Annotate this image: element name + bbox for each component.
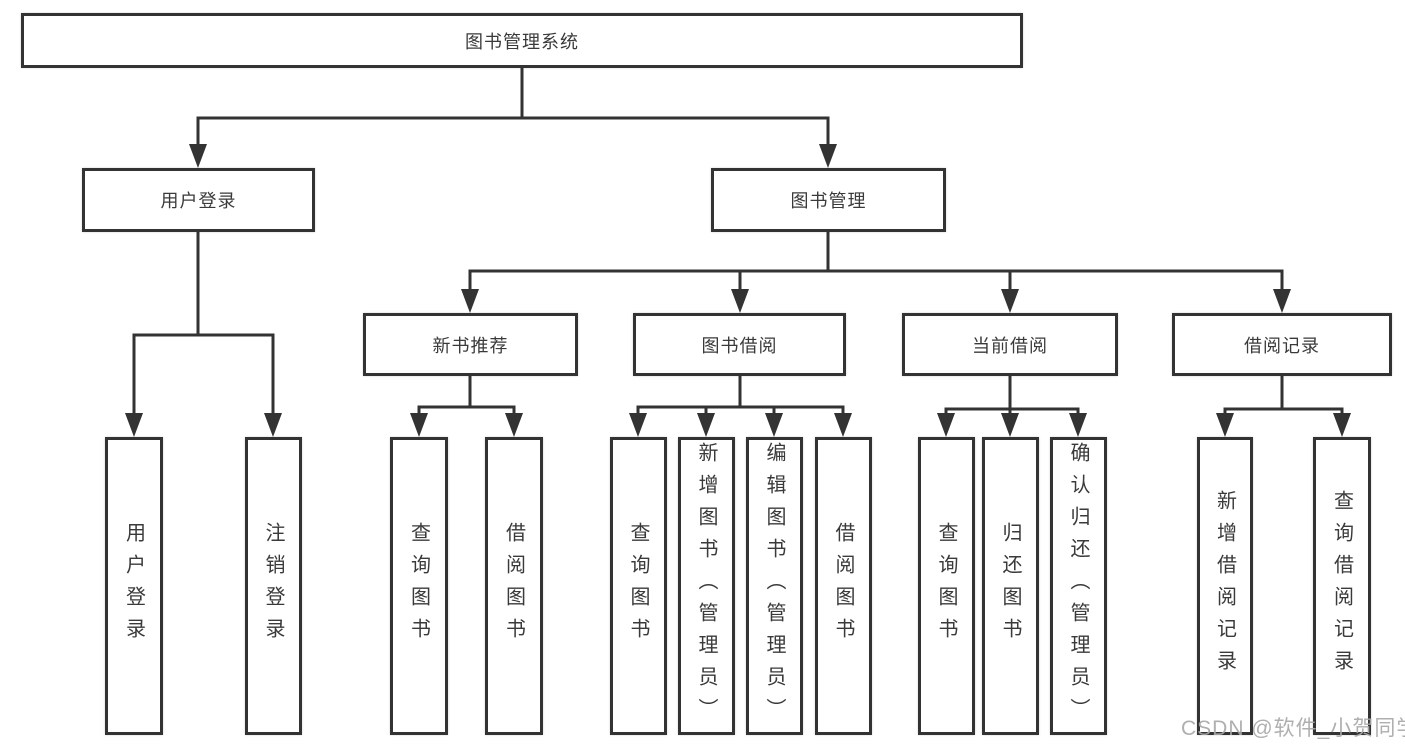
node-borrow-books-borrowing: 借阅图书 [815,437,872,735]
arrowhead-icon [697,413,715,437]
node-root-library-system: 图书管理系统 [21,13,1023,68]
arrowhead-icon [1001,289,1019,313]
connector-recommend-to-leaves [417,374,516,427]
node-borrow-books-recommend: 借阅图书 [485,437,543,735]
arrowhead-icon [834,413,852,437]
arrowhead-icon [1273,289,1291,313]
arrowhead-icon [264,413,282,437]
node-add-books-admin: 新增图书（管理员） [678,437,735,735]
arrowhead-icon [731,289,749,313]
node-new-book-recommend: 新书推荐 [363,313,578,376]
node-return-books: 归还图书 [982,437,1039,735]
node-query-books-recommend: 查询图书 [390,437,448,735]
arrowhead-icon [629,413,647,437]
connector-bookmgmt-to-level3 [468,230,1284,302]
node-book-management: 图书管理 [711,168,946,232]
arrowhead-icon [189,144,207,168]
csdn-watermark: CSDN @软件_小贺同学 [1181,717,1405,740]
connector-root-to-level2 [196,66,830,152]
node-book-borrowing: 图书借阅 [633,313,846,376]
arrowhead-icon [1069,413,1087,437]
node-query-books-borrowing: 查询图书 [610,437,667,735]
arrowhead-icon [410,413,428,437]
arrowhead-icon [1001,413,1019,437]
node-query-books-current: 查询图书 [918,437,975,735]
node-edit-books-admin: 编辑图书（管理员） [746,437,803,735]
node-confirm-return-admin: 确认归还（管理员） [1050,437,1107,735]
connector-borrowing-to-leaves [636,374,845,427]
arrowhead-icon [765,413,783,437]
arrowhead-icon [1216,413,1234,437]
arrowhead-icon [1333,413,1351,437]
node-logout-action: 注销登录 [245,437,302,735]
arrowhead-icon [125,413,143,437]
arrowhead-icon [937,413,955,437]
node-borrowing-records: 借阅记录 [1172,313,1392,376]
node-user-login: 用户登录 [82,168,315,232]
arrowhead-icon [819,144,837,168]
arrowheads [125,144,1351,437]
node-add-borrow-record: 新增借阅记录 [1197,437,1253,735]
node-user-login-action: 用户登录 [105,437,163,735]
connector-userlogin-to-leaves [132,230,275,427]
node-query-borrow-record: 查询借阅记录 [1313,437,1371,735]
arrowhead-icon [505,413,523,437]
node-current-borrowing: 当前借阅 [902,313,1118,376]
connector-records-to-leaves [1223,374,1344,427]
arrowhead-icon [461,289,479,313]
